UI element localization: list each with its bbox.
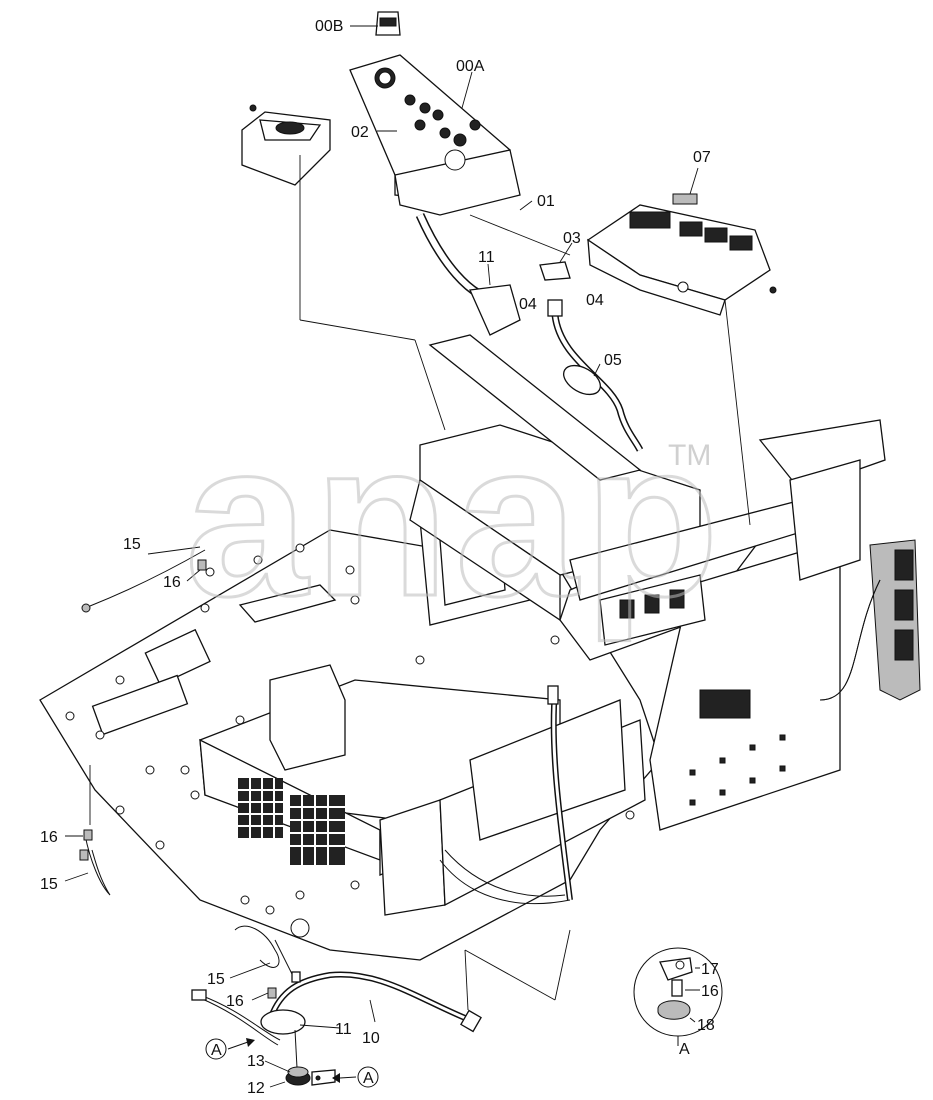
callout-01: 01	[537, 193, 555, 210]
callout-16-bottom: 16	[226, 993, 244, 1010]
right-console	[586, 193, 777, 316]
callout-15-left: 15	[123, 536, 141, 553]
callout-A-detail: A	[679, 1041, 690, 1058]
callout-13: 13	[247, 1053, 265, 1070]
callout-A-left: A	[211, 1042, 222, 1059]
callout-10: 10	[362, 1030, 380, 1047]
callout-17: 17	[701, 961, 719, 978]
watermark-trademark: TM	[668, 439, 711, 472]
arrow-a-left	[205, 1038, 255, 1060]
callout-16-detail: 16	[701, 983, 719, 1000]
callout-00B: 00B	[315, 18, 343, 35]
callout-16-lower: 16	[40, 829, 58, 846]
leader-lines	[64, 25, 751, 1088]
harness	[415, 213, 644, 905]
arrow-a-right	[332, 1066, 379, 1088]
callout-16-left: 16	[163, 574, 181, 591]
callout-05: 05	[604, 352, 622, 369]
callout-15-bottom: 15	[207, 971, 225, 988]
watermark: anap TM	[184, 395, 725, 644]
detail-view-a	[633, 947, 723, 1046]
callout-04-left: 04	[519, 296, 537, 313]
callout-11-bottom: 11	[335, 1021, 352, 1038]
callout-15-lower: 15	[40, 876, 58, 893]
callout-04-right: 04	[586, 292, 604, 309]
lower-harness	[79, 549, 482, 1086]
callout-03: 03	[563, 230, 581, 247]
callout-18: 18	[697, 1017, 715, 1034]
console-frame	[409, 334, 921, 831]
callout-02: 02	[351, 124, 369, 141]
control-panel	[349, 11, 521, 216]
callout-A-right: A	[363, 1070, 374, 1087]
callout-12: 12	[247, 1080, 265, 1097]
callout-07: 07	[693, 149, 711, 166]
callout-00A: 00A	[456, 58, 485, 75]
left-switch-box	[241, 104, 331, 186]
callout-labels: 00B 00A 02 01 07 03 11 04 04 05 15 16 16…	[40, 18, 719, 1097]
panel-holes	[689, 734, 786, 806]
watermark-text: anap	[185, 396, 725, 642]
callout-11-top: 11	[478, 249, 495, 266]
